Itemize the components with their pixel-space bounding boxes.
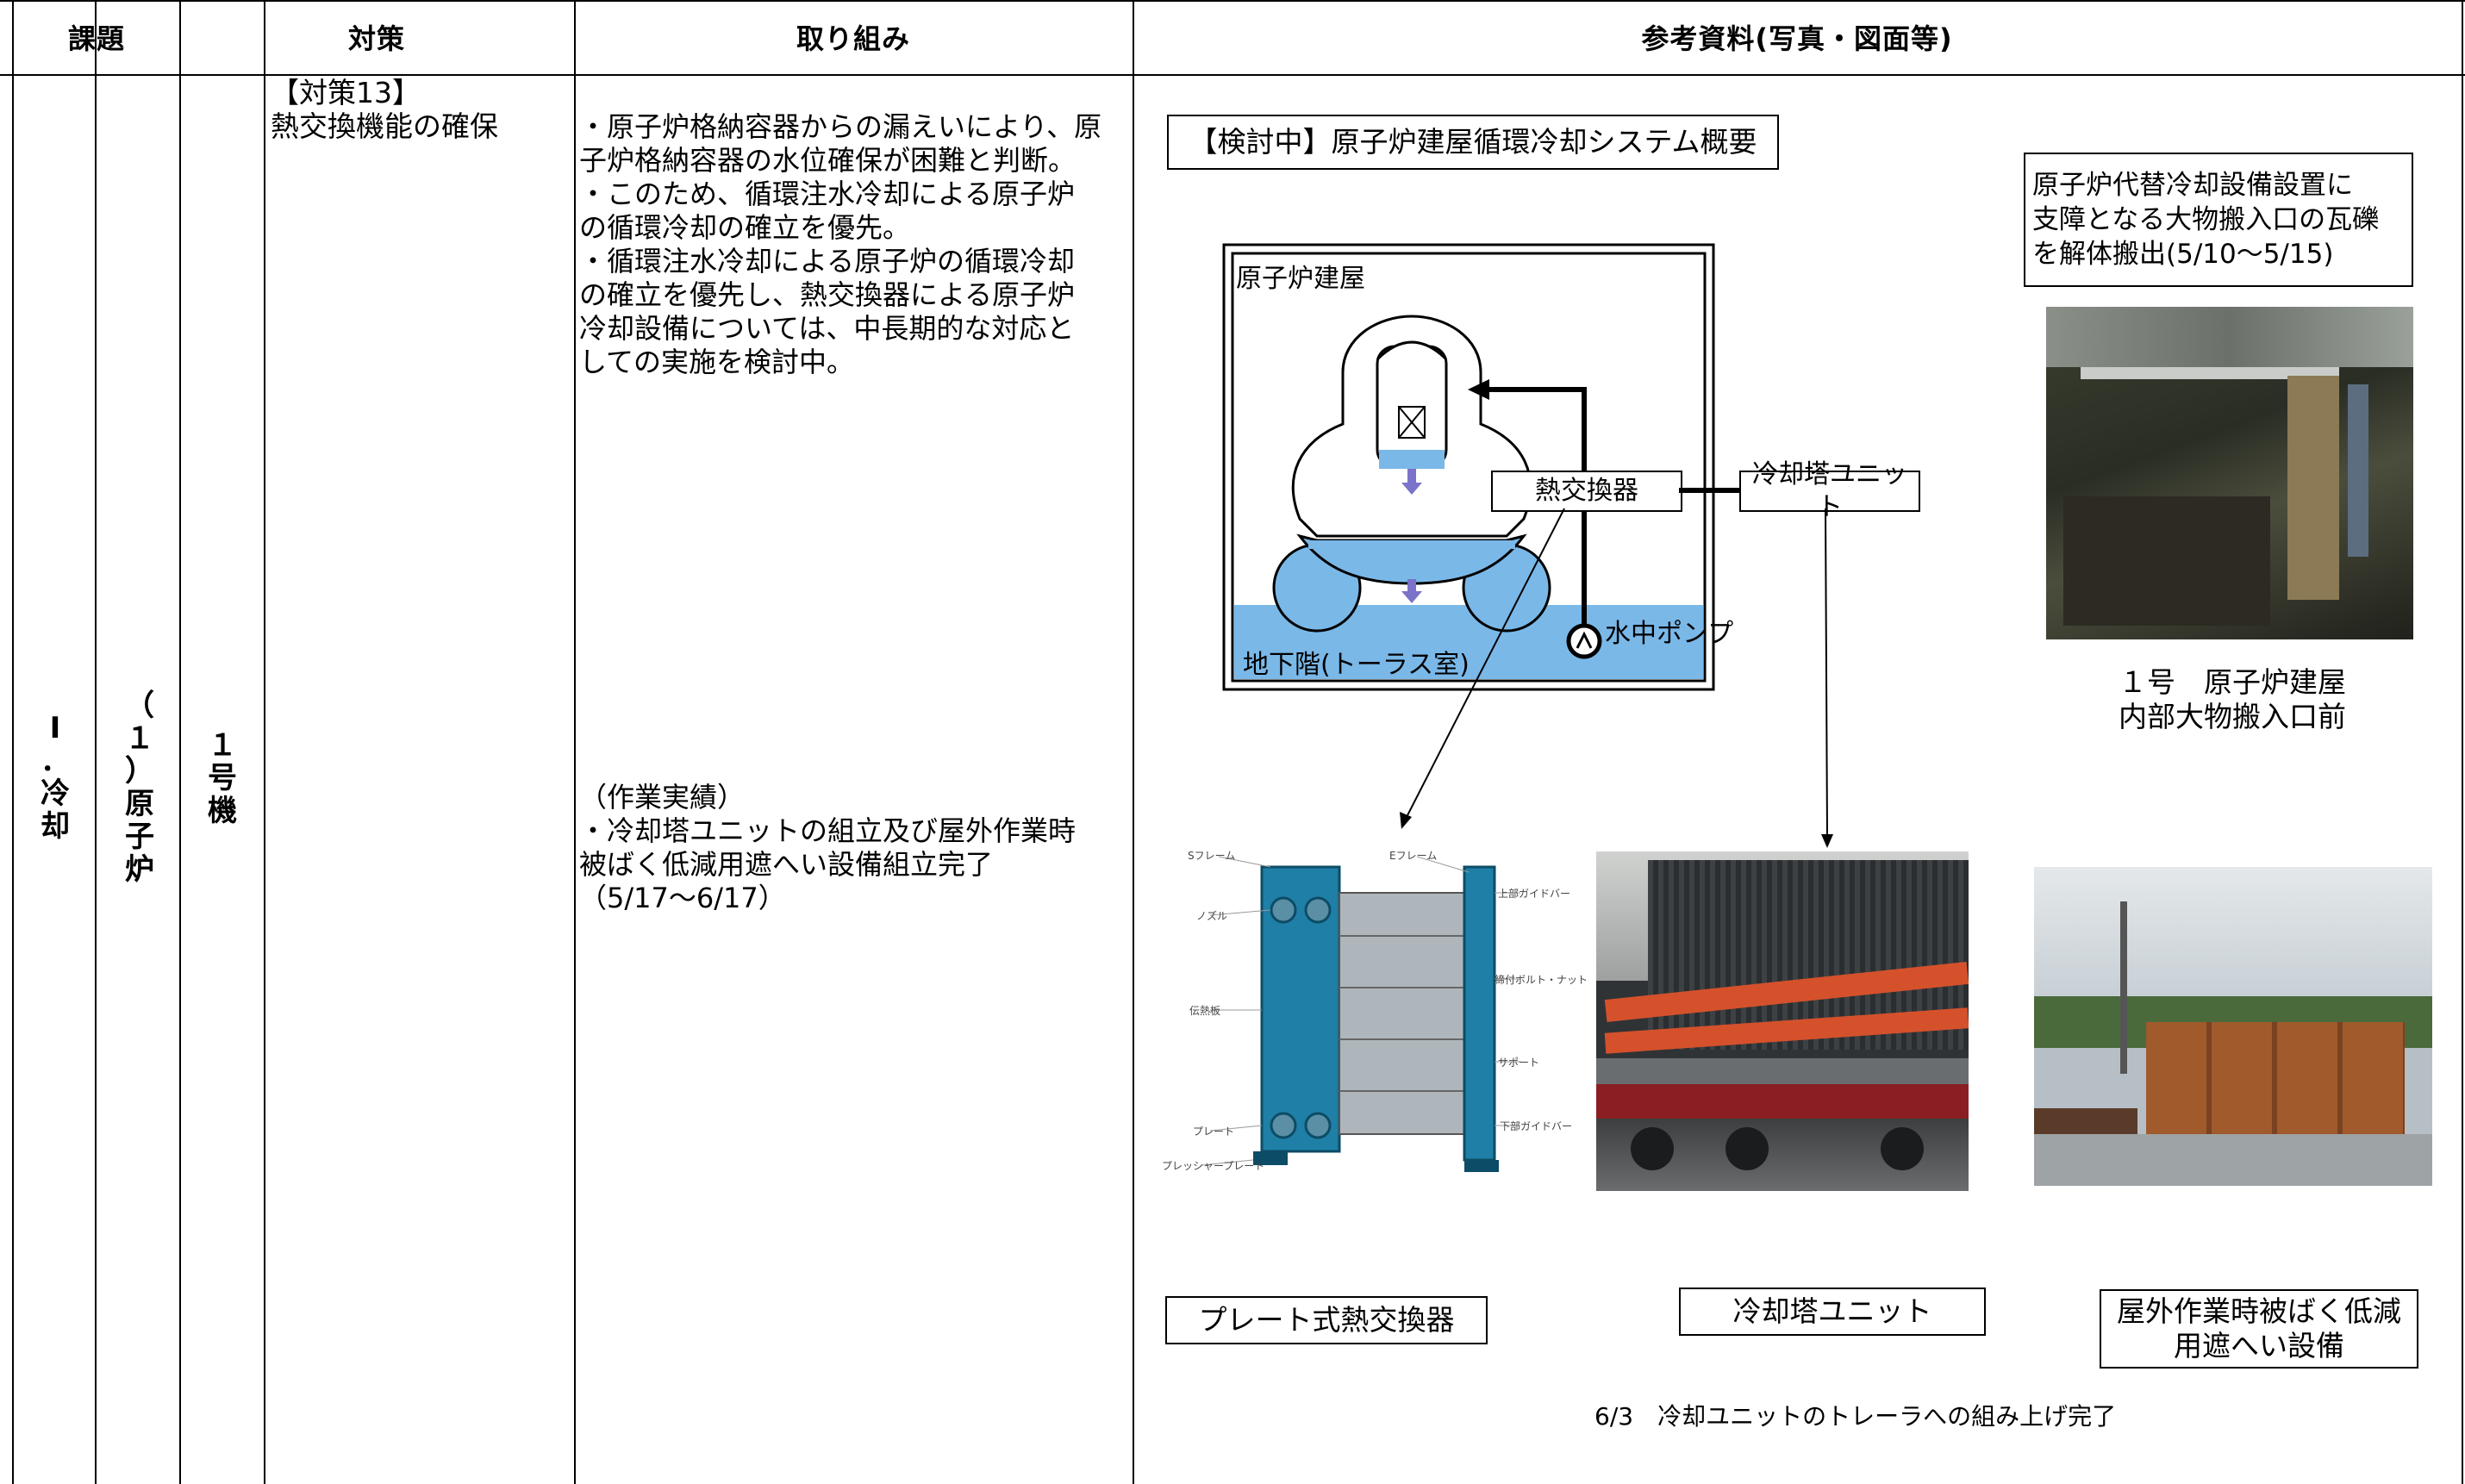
building-label: 原子炉建屋 [1236,264,1365,294]
plate-label-upper-guide: 上部ガイドバー [1498,888,1571,900]
table-divider-5 [1133,0,1134,1484]
building-inner-border [1231,252,1707,683]
debris-note: 原子炉代替冷却設備設置に 支障となる大物搬入口の瓦礫 を解体搬出(5/10～5/… [2024,153,2413,287]
shielding-photo [2034,867,2432,1186]
flow-arrow-vessel [1401,469,1422,495]
header-reference: 参考資料(写真・図面等) [1641,22,1953,55]
subissue-char: 子 [125,820,154,854]
diagram-title: 【検討中】原子炉建屋循環冷却システム概要 [1167,115,1779,170]
unit-label: １ 号 機 [205,729,240,827]
hx-tower-link [1679,488,1739,493]
subissue-label: （ １ ） 原 子 炉 [122,689,157,886]
plate-label-support: サポート [1498,1057,1540,1069]
header-divider [0,74,2465,76]
pump-label: 水中ポンプ [1605,619,1734,649]
header-measure: 対策 [347,22,405,55]
subissue-char: ） [125,754,154,789]
cooling-tower-label: 冷却塔ユニット [1739,459,1920,522]
return-line [1481,387,1587,614]
unit-char: 号 [208,761,237,795]
issue-char: 冷 [41,776,70,811]
action-main: ・原子炉格納容器からの漏えいにより、原 子炉格納容器の水位確保が困難と判断。 ・… [579,110,1102,378]
water-band [1308,540,1515,549]
vessel-water [1379,450,1445,469]
table-divider-1 [95,0,97,1484]
plate-label-gasket: 伝熱板 [1189,1005,1221,1017]
basement-label: 地下階(トーラス室) [1243,650,1470,680]
cooling-tower-photo-label: 冷却塔ユニット [1679,1288,1986,1336]
reactor-building-diagram [1222,243,1715,691]
plate-label-nozzle: ノズル [1196,910,1228,922]
table-divider-3 [264,0,265,1484]
table-border-left [12,0,14,1484]
issue-char: 却 [41,809,70,844]
return-arrow-head [1468,379,1489,400]
plate-hx-label: プレート式熱交換器 [1165,1296,1488,1344]
plate-label-s-frame: Sフレーム [1188,850,1236,862]
header-action: 取り組み [796,22,910,55]
bottom-note: 6/3 冷却ユニットのトレーラへの組み上げ完了 [1594,1402,2117,1431]
plate-heat-exchanger-image [1158,841,1546,1212]
subissue-char: （ [125,689,154,723]
cooling-tower-photo [1596,851,1969,1191]
plate-label-pressure-plate: プレッシャープレート [1162,1160,1265,1172]
building-interior-photo [2046,307,2413,639]
issue-label: Ⅰ ． 冷 却 [38,712,72,843]
header-issue: 課題 [67,22,125,55]
table-border-top [0,0,2465,2]
issue-char: ． [41,744,70,778]
pump-icon [1566,623,1602,659]
leader-lines [1400,508,1833,848]
pressure-vessel-dome [1376,340,1448,361]
plate-label-bolt: 締付ボルト・ナット [1495,974,1588,986]
table-divider-2 [179,0,181,1484]
plate-label-e-frame: Eフレーム [1389,850,1438,862]
table-divider-4 [574,0,576,1484]
photo1-caption: １号 原子炉建屋 内部大物搬入口前 [2119,665,2346,733]
shield-label: 屋外作業時被ばく低減 用遮へい設備 [2100,1289,2418,1369]
table-border-right [2462,0,2463,1484]
measure-title: 【対策13】 熱交換機能の確保 [271,76,498,143]
subissue-char: 原 [125,787,154,821]
issue-char: Ⅰ [49,711,61,745]
plate-label-lower-guide: 下部ガイドバー [1500,1120,1573,1132]
subissue-char: 炉 [125,852,154,887]
unit-char: １ [208,728,237,763]
unit-char: 機 [208,794,237,828]
subissue-char: １ [125,721,154,756]
flow-arrow-torus [1401,579,1422,603]
action-results: （作業実績） ・冷却塔ユニットの組立及び屋外作業時 被ばく低減用遮へい設備組立完… [579,781,1076,914]
plate-label-plate: プレート [1193,1125,1235,1138]
